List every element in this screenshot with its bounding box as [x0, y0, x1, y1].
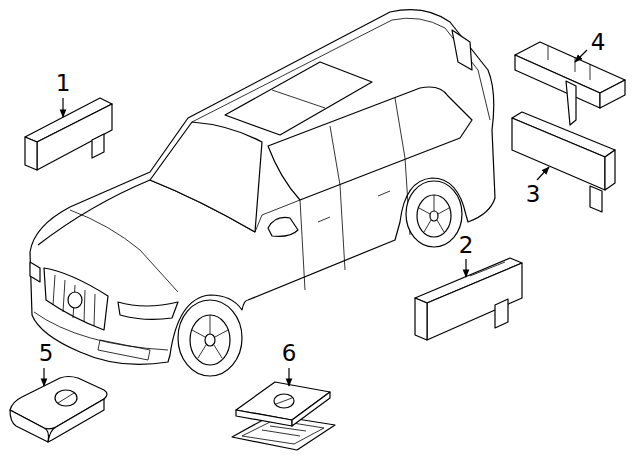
leader-lines — [44, 50, 587, 386]
part-1 — [25, 98, 112, 170]
part-3 — [512, 112, 615, 212]
part-4 — [515, 42, 625, 125]
part-5 — [10, 377, 107, 443]
callout-number: 2 — [459, 234, 474, 257]
part-2 — [415, 258, 522, 340]
car-illustration — [30, 10, 495, 376]
callout-number: 1 — [56, 72, 71, 95]
callout-number: 4 — [591, 31, 606, 54]
part-6 — [232, 382, 335, 450]
callout-number: 6 — [282, 342, 297, 365]
callout-number: 5 — [39, 342, 54, 365]
callout-number: 3 — [526, 183, 541, 206]
